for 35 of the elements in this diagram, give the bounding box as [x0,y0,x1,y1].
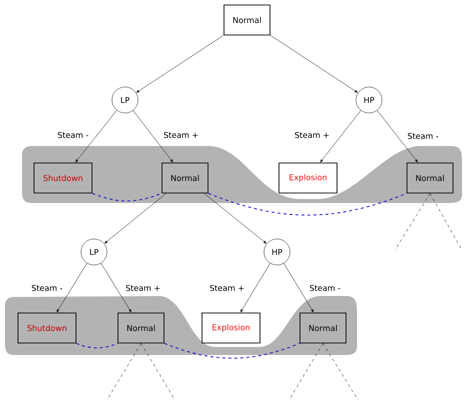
state-box: Explosion [278,162,338,194]
branch-line [430,193,462,250]
arrow [204,193,266,244]
state-box: Shutdown [18,312,76,344]
connector [164,343,300,359]
arrow [56,263,88,312]
edge-label: Steam + [126,284,160,292]
connector [76,343,118,348]
arrow [320,110,362,162]
edge-label: Steam - [310,284,340,292]
branch-line [394,193,430,250]
arrow [104,193,166,244]
edge-label: Steam - [32,284,62,292]
branch-line [322,343,358,400]
arrow [100,263,132,312]
state-box: Normal [162,162,208,194]
state-box: Shutdown [34,162,92,194]
arrow [136,35,224,93]
arrow [376,110,418,162]
state-box: Normal [406,162,454,194]
arrow [240,263,270,312]
edge-label: Steam + [210,284,244,292]
edge-label: Steam + [164,132,198,138]
state-box: Normal [224,4,270,36]
edge-label: Steam - [58,132,88,138]
connector [92,193,162,202]
state-box: Normal [118,312,164,344]
edge-label: Steam + [295,132,329,138]
state-box: Explosion [202,312,260,344]
edge-label: Steam - [408,132,438,140]
arrow [132,110,174,162]
arrow [270,35,358,93]
arrow [75,110,117,162]
state-box: Normal [300,312,346,344]
arrow [284,263,314,312]
